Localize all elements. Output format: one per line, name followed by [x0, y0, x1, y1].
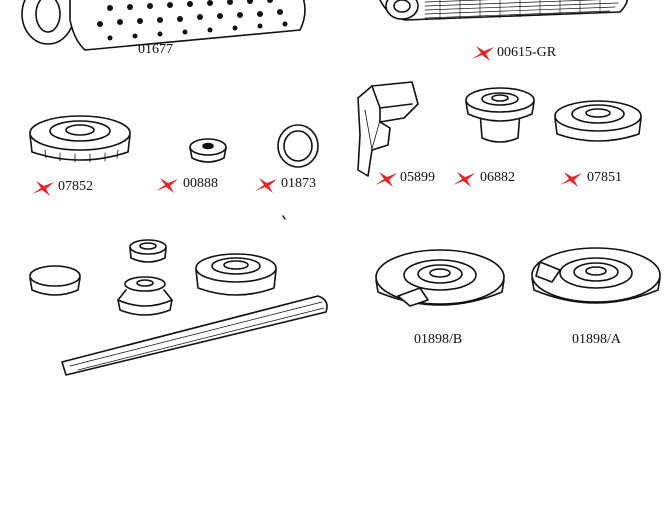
flanged-bushing-07851-drawing [554, 100, 642, 142]
part-label-01873: 01873 [281, 176, 316, 191]
mounting-kit-drawing [29, 239, 328, 376]
ribbed-grip-drawing [379, 0, 629, 21]
star-icon [156, 178, 178, 193]
part-label-07852: 07852 [58, 179, 93, 194]
small-plug-00888-drawing [189, 138, 227, 163]
star-icon [560, 172, 582, 187]
stray-mark [282, 215, 286, 220]
stepped-bushing-06882-drawing [465, 87, 535, 143]
part-label-00888: 00888 [183, 176, 218, 191]
perforated-grip-drawing [21, 0, 306, 51]
star-icon [453, 172, 475, 187]
part-label-01677: 01677 [138, 42, 173, 57]
slotted-washer-01898b-drawing [375, 249, 505, 307]
star-icon [255, 178, 277, 193]
flanged-bushing-07852-drawing [29, 115, 131, 163]
slotted-washer-01898a-drawing [531, 247, 661, 304]
part-label-05899: 05899 [400, 170, 435, 185]
o-ring-01873-drawing [277, 124, 319, 168]
part-label-07851: 07851 [587, 170, 622, 185]
clip-05899-drawing [357, 81, 419, 177]
part-label-01898-a: 01898/A [572, 332, 621, 347]
part-label-06882: 06882 [480, 170, 515, 185]
part-label-01898-b: 01898/B [414, 332, 463, 347]
star-icon [32, 181, 54, 196]
part-label-00615-gr: 00615-GR [497, 45, 557, 60]
star-icon [472, 46, 494, 61]
star-icon [375, 172, 397, 187]
